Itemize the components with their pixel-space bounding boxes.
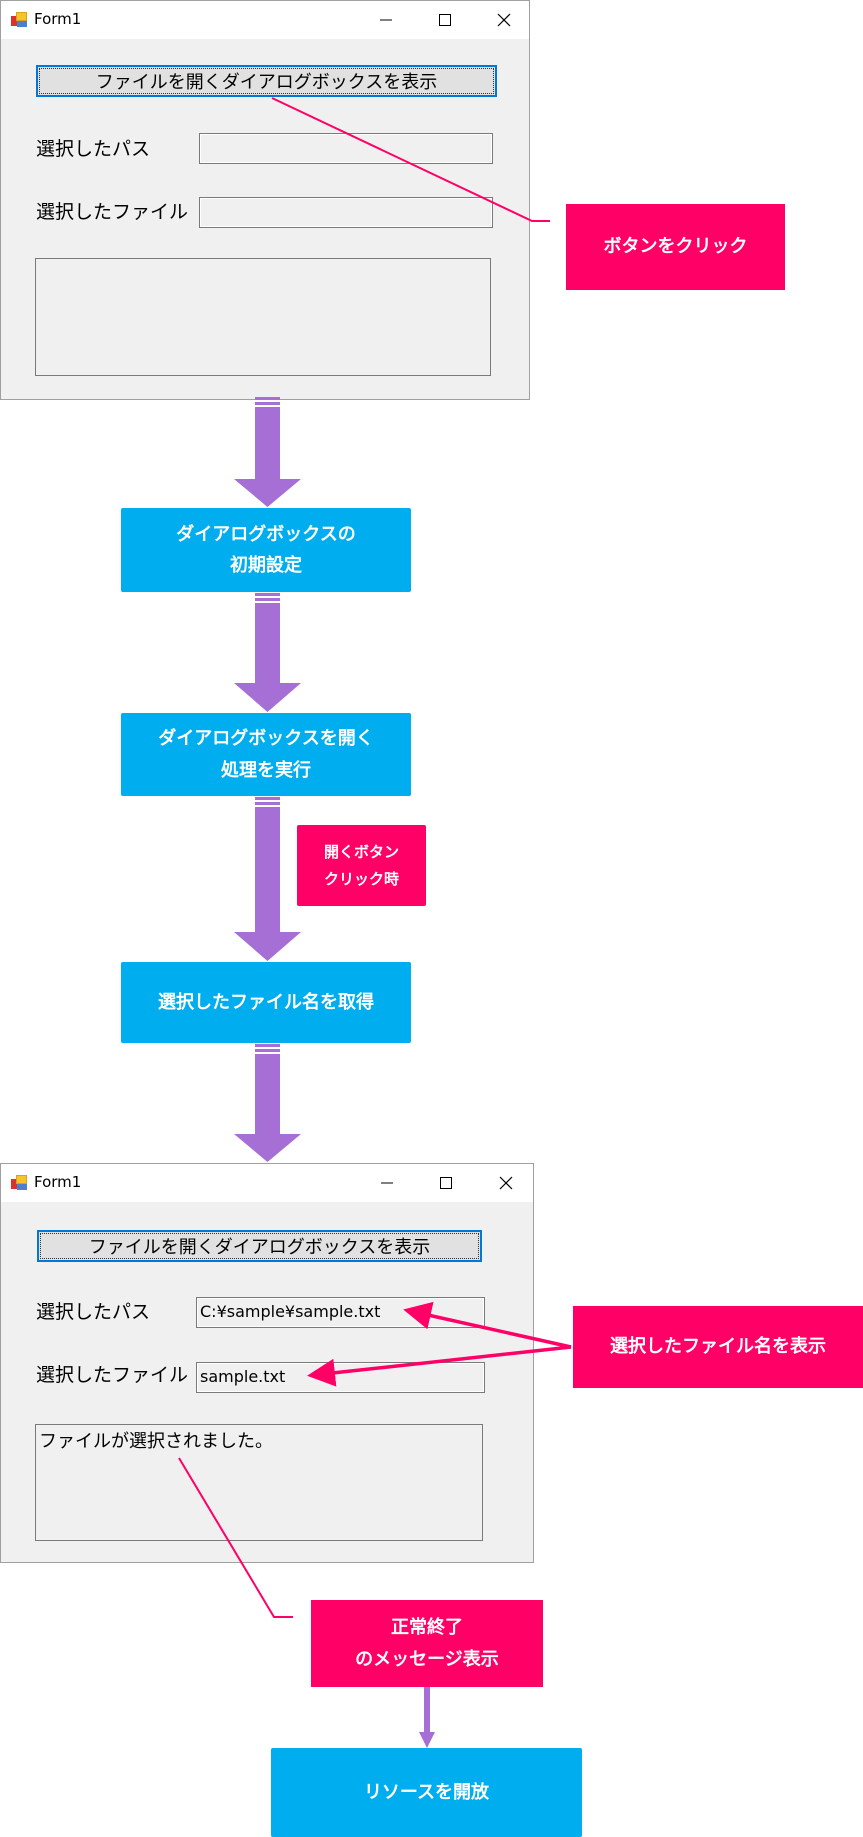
flow-arrow-1 — [234, 397, 301, 507]
minimize-button[interactable] — [367, 1164, 407, 1202]
maximize-button[interactable] — [425, 1, 465, 39]
step-dialog-init: ダイアログボックスの 初期設定 — [121, 508, 411, 592]
annotation-open-click-line2: クリック時 — [323, 869, 399, 888]
form-window-before: Form1 ファイルを開くダイアログボックスを表示 選択したパス 選択したファイ… — [0, 0, 530, 400]
window-title: Form1 — [34, 1173, 82, 1191]
step-dialog-init-line1: ダイアログボックスの — [176, 523, 356, 545]
flow-arrow-2 — [234, 593, 301, 712]
maximize-icon — [440, 1177, 452, 1189]
annotation-show-filename: 選択したファイル名を表示 — [573, 1306, 863, 1388]
annotation-open-click-line1: 開くボタン — [323, 843, 399, 862]
annotation-click-button: ボタンをクリック — [566, 204, 785, 290]
maximize-icon — [439, 14, 451, 26]
message-textbox[interactable] — [35, 258, 491, 376]
annotation-success-line1: 正常終了 — [390, 1617, 463, 1638]
selected-file-textbox[interactable]: sample.txt — [196, 1362, 485, 1393]
minimize-button[interactable] — [366, 1, 406, 39]
annotation-success-message: 正常終了 のメッセージ表示 — [311, 1600, 543, 1687]
flow-arrow-4 — [234, 1044, 301, 1162]
title-bar: Form1 — [1, 1, 529, 39]
flow-arrow-5 — [419, 1687, 435, 1748]
minimize-icon — [381, 1182, 393, 1184]
title-bar: Form1 — [1, 1164, 533, 1202]
step-dialog-init-line2: 初期設定 — [230, 555, 302, 576]
step-open-dialog: ダイアログボックスを開く 処理を実行 — [121, 713, 411, 796]
flow-arrow-3 — [234, 797, 301, 961]
selected-path-textbox[interactable] — [199, 133, 493, 164]
open-file-dialog-button[interactable]: ファイルを開くダイアログボックスを表示 — [36, 65, 497, 97]
selected-file-label: 選択したファイル — [36, 201, 189, 223]
selected-file-textbox[interactable] — [199, 197, 493, 228]
close-button[interactable] — [484, 1, 524, 39]
window-title: Form1 — [34, 10, 82, 28]
step-get-filename: 選択したファイル名を取得 — [121, 962, 411, 1043]
open-file-dialog-button[interactable]: ファイルを開くダイアログボックスを表示 — [37, 1230, 482, 1262]
minimize-icon — [380, 19, 392, 21]
step-open-dialog-line2: 処理を実行 — [221, 759, 311, 781]
selected-path-label: 選択したパス — [36, 1301, 151, 1323]
annotation-open-click: 開くボタン クリック時 — [297, 825, 426, 906]
app-icon — [11, 12, 27, 28]
step-open-dialog-line1: ダイアログボックスを開く — [158, 728, 374, 749]
step-release-resources: リソースを開放 — [271, 1748, 582, 1837]
close-button[interactable] — [486, 1164, 526, 1202]
app-icon — [11, 1175, 27, 1191]
close-icon — [499, 1176, 513, 1190]
annotation-success-line2: のメッセージ表示 — [355, 1648, 499, 1670]
form-window-after: Form1 ファイルを開くダイアログボックスを表示 選択したパス C:¥samp… — [0, 1163, 534, 1563]
message-textbox[interactable]: ファイルが選択されました。 — [35, 1424, 483, 1541]
selected-path-textbox[interactable]: C:¥sample¥sample.txt — [196, 1297, 485, 1328]
selected-file-label: 選択したファイル — [36, 1364, 189, 1386]
maximize-button[interactable] — [426, 1164, 466, 1202]
selected-path-label: 選択したパス — [36, 138, 151, 160]
close-icon — [497, 13, 511, 27]
